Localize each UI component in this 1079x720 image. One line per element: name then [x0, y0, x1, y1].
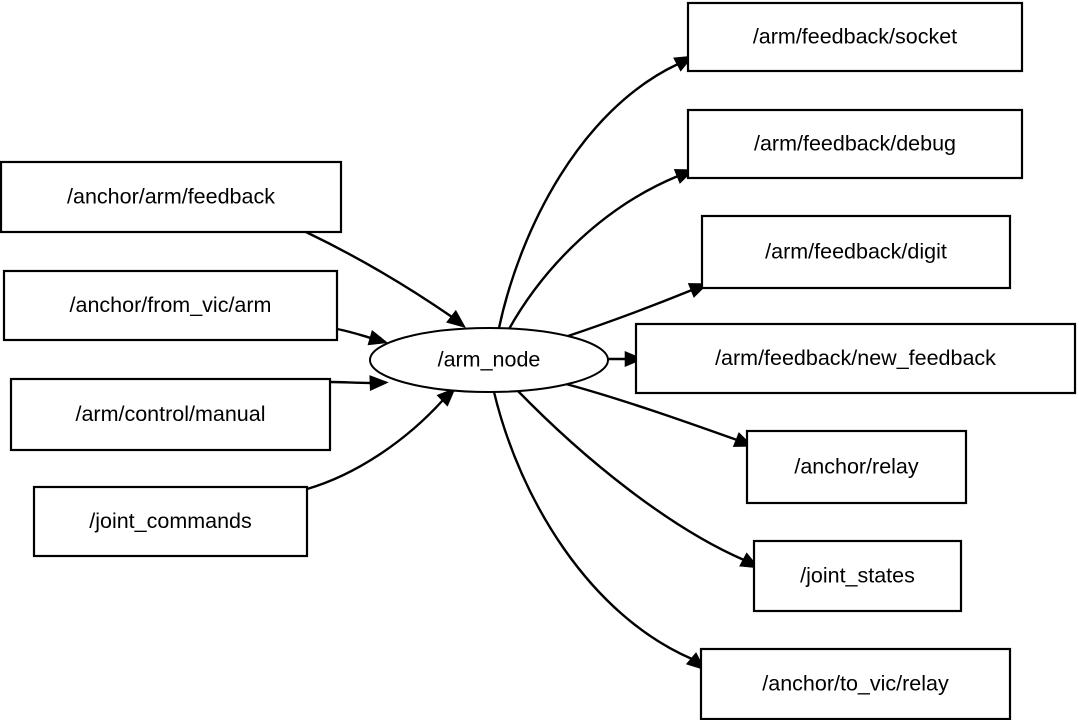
topic-label: /anchor/relay [794, 455, 919, 479]
topic-box[interactable] [686, 1, 1024, 73]
topic-box[interactable] [9, 377, 332, 452]
subscriber-topic-node-arm-feedback-socket[interactable]: /arm/feedback/socket [686, 1, 1024, 73]
topic-label: /arm/feedback/socket [753, 25, 957, 49]
publisher-topic-node-joint-commands[interactable]: /joint_commands [32, 485, 309, 558]
edge-arm-node-to-arm-feedback-debug [507, 174, 679, 330]
topic-label: /anchor/arm/feedback [67, 185, 275, 209]
topic-label: /arm/feedback/digit [765, 240, 947, 264]
topic-box[interactable] [686, 108, 1024, 180]
arrow-head-icon [367, 329, 389, 346]
edge-arm-control-manual-to-arm-node-arrowhead [369, 375, 389, 391]
edge-joint-commands-to-arm-node [306, 399, 444, 491]
arrow-head-icon [624, 351, 644, 367]
subscriber-topic-node-arm-feedback-debug[interactable]: /arm/feedback/debug [686, 108, 1024, 180]
arrow-head-icon [436, 387, 456, 407]
arrow-head-icon [446, 309, 467, 328]
topic-label: /joint_commands [89, 509, 252, 533]
edge-arm-node-to-anchor-to-vic-relay [492, 391, 693, 661]
edge-anchor-from-vic-arm-to-arm-node [336, 327, 372, 340]
topic-box[interactable] [752, 539, 963, 613]
topic-label: /arm/feedback/debug [754, 132, 956, 156]
subscriber-topic-node-arm-feedback-new-feedback[interactable]: /arm/feedback/new_feedback [634, 322, 1077, 395]
edge-arm-node-to-anchor-relay [565, 382, 738, 442]
center-node-arm-node[interactable]: /arm_node [369, 327, 609, 393]
edge-anchor-from-vic-arm-to-arm-node-arrowhead [367, 329, 389, 346]
edge-arm-node-to-arm-feedback-socket [497, 62, 679, 329]
edge-arm-node-to-joint-states [516, 389, 745, 562]
publisher-topic-node-arm-control-manual[interactable]: /arm/control/manual [9, 377, 332, 452]
topic-box[interactable] [634, 322, 1077, 395]
topic-label: /arm/control/manual [76, 402, 266, 426]
edge-anchor-arm-feedback-to-arm-node-arrowhead [446, 309, 467, 328]
edge-arm-node-to-arm-feedback-digit [564, 288, 693, 339]
topic-box[interactable] [32, 485, 309, 558]
subscriber-topic-node-arm-feedback-digit[interactable]: /arm/feedback/digit [700, 214, 1012, 290]
publisher-topic-node-anchor-arm-feedback[interactable]: /anchor/arm/feedback [0, 160, 343, 234]
topic-label: /anchor/to_vic/relay [762, 672, 949, 696]
edge-joint-commands-to-arm-node-arrowhead [436, 387, 456, 407]
publisher-topic-node-anchor-from-vic-arm[interactable]: /anchor/from_vic/arm [2, 269, 339, 342]
edge-anchor-arm-feedback-to-arm-node [305, 230, 453, 318]
topic-box[interactable] [2, 269, 339, 342]
topic-box[interactable] [0, 160, 343, 234]
subscriber-topic-node-anchor-to-vic-relay[interactable]: /anchor/to_vic/relay [699, 647, 1012, 720]
arrow-head-icon [369, 375, 389, 391]
topic-box[interactable] [745, 429, 968, 505]
topic-box[interactable] [699, 647, 1012, 720]
topic-label: /arm/feedback/new_feedback [715, 346, 996, 370]
subscriber-topic-node-joint-states[interactable]: /joint_states [752, 539, 963, 613]
node-ellipse[interactable] [369, 327, 609, 393]
edge-arm-node-to-arm-feedback-new-feedback-arrowhead [624, 351, 644, 367]
topic-label: /anchor/from_vic/arm [70, 293, 272, 317]
edge-arm-control-manual-to-arm-node [329, 380, 372, 385]
topic-box[interactable] [700, 214, 1012, 290]
topic-label: /joint_states [800, 564, 915, 588]
center-node-label: /arm_node [438, 348, 541, 372]
subscriber-topic-node-anchor-relay[interactable]: /anchor/relay [745, 429, 968, 505]
